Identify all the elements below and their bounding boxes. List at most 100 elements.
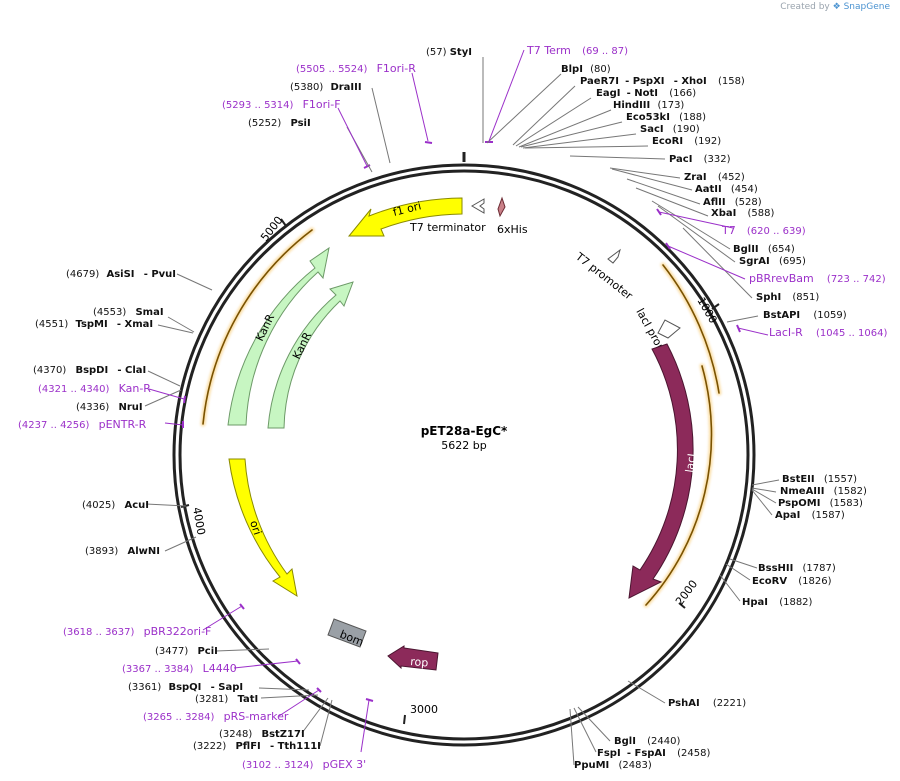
site-sgrai-name[interactable]: SgrAI bbox=[739, 256, 770, 267]
site-nrui-name[interactable]: NruI bbox=[118, 402, 142, 413]
site-eagi-name[interactable]: EagI bbox=[596, 88, 620, 99]
site-asisi-name[interactable]: AsiSI bbox=[106, 269, 134, 280]
site-bsshii-name[interactable]: BssHII bbox=[758, 563, 793, 574]
site-clai-name[interactable]: - ClaI bbox=[117, 365, 146, 376]
site-styi-name[interactable]: StyI bbox=[450, 47, 472, 58]
site-nmeaiii-name[interactable]: NmeAIII bbox=[780, 486, 824, 497]
primer-pentrr-name[interactable]: pENTR-R bbox=[99, 418, 147, 431]
site-draiii-name[interactable]: DraIII bbox=[330, 82, 361, 93]
site-hindiii-name[interactable]: HindIII bbox=[613, 100, 650, 111]
svg-text:(3248) BstZ17I: (3248) BstZ17I bbox=[219, 729, 305, 740]
site-ppumi-name[interactable]: PpuMI bbox=[574, 760, 609, 771]
site-pvui-name[interactable]: - PvuI bbox=[144, 269, 176, 280]
site-paci-name[interactable]: PacI bbox=[669, 154, 692, 165]
site-bstapi-pos: (1059) bbox=[813, 310, 846, 321]
site-sapi-name[interactable]: - SapI bbox=[211, 682, 243, 693]
site-xhoi-name[interactable]: - XhoI bbox=[674, 76, 707, 87]
primer-f1orif-name[interactable]: F1ori-F bbox=[303, 98, 341, 111]
t7-terminator-arrow[interactable] bbox=[471, 198, 485, 214]
primer-t7term-name[interactable]: T7 Term bbox=[526, 44, 571, 57]
site-bstapi-name[interactable]: BstAPI bbox=[763, 310, 800, 321]
site-smai-pos: (4553) bbox=[93, 307, 126, 318]
site-pshai-name[interactable]: PshAI bbox=[668, 698, 700, 709]
site-bglii-name[interactable]: BglII bbox=[733, 244, 759, 255]
site-eco53ki-name[interactable]: Eco53kI bbox=[626, 112, 670, 123]
primer-l4440-name[interactable]: L4440 bbox=[203, 662, 237, 675]
site-smai-name[interactable]: SmaI bbox=[135, 307, 163, 318]
rop-arrow[interactable] bbox=[387, 645, 439, 671]
kanr-outer-arrow[interactable] bbox=[227, 246, 330, 426]
site-pcii-name[interactable]: PciI bbox=[197, 646, 217, 657]
6xhis-arrow[interactable] bbox=[497, 196, 506, 218]
primer-f1orir-name[interactable]: F1ori-R bbox=[377, 62, 417, 75]
site-fspai-name[interactable]: - FspAI bbox=[627, 748, 666, 759]
svg-text:HpaI (1882): HpaI (1882) bbox=[742, 597, 813, 608]
site-nmeaiii-pos: (1582) bbox=[834, 486, 867, 497]
site-bsteii-name[interactable]: BstEII bbox=[782, 474, 815, 485]
site-apai-name[interactable]: ApaI bbox=[775, 510, 800, 521]
svg-text:(3477) PciI: (3477) PciI bbox=[155, 646, 218, 657]
site-bgli-name[interactable]: BglI bbox=[614, 736, 636, 747]
site-zrai-pos: (452) bbox=[718, 172, 745, 183]
svg-text:(4370) BspDI - ClaI: (4370) BspDI - ClaI bbox=[33, 365, 146, 376]
site-bstz17i-name[interactable]: BstZ17I bbox=[261, 729, 304, 740]
svg-text:(4237 .. 4256) pENTR-R: (4237 .. 4256) pENTR-R bbox=[18, 418, 147, 431]
site-saci-name[interactable]: SacI bbox=[640, 124, 664, 135]
site-pspxi-name[interactable]: - PspXI bbox=[625, 76, 664, 87]
primer-prsmarker-name[interactable]: pRS-marker bbox=[224, 710, 289, 723]
svg-text:(4336) NruI: (4336) NruI bbox=[76, 402, 143, 413]
site-eco53ki-pos: (188) bbox=[679, 112, 706, 123]
site-psii-name[interactable]: PsiI bbox=[290, 118, 310, 129]
site-aatii-pos: (454) bbox=[731, 184, 758, 195]
site-fspi-name[interactable]: FspI bbox=[597, 748, 621, 759]
site-acui-name[interactable]: AcuI bbox=[124, 500, 149, 511]
site-bspdi-name[interactable]: BspDI bbox=[75, 365, 108, 376]
primer-kanr-name[interactable]: Kan-R bbox=[119, 382, 152, 395]
svg-text:BssHII (1787): BssHII (1787) bbox=[758, 563, 836, 574]
site-pflfi-name[interactable]: PflFI bbox=[235, 741, 260, 752]
site-ecorv-name[interactable]: EcoRV bbox=[752, 576, 787, 587]
site-psii-pos: (5252) bbox=[248, 118, 281, 129]
svg-text:SgrAI (695): SgrAI (695) bbox=[739, 256, 806, 267]
primer-lacir-name[interactable]: LacI-R bbox=[769, 326, 803, 339]
svg-text:(3102 .. 3124) pGEX 3': (3102 .. 3124) pGEX 3' bbox=[242, 758, 366, 771]
site-ecori-name[interactable]: EcoRI bbox=[652, 136, 683, 147]
site-blpi-name[interactable]: BlpI bbox=[561, 64, 583, 75]
site-blpi-pos: (80) bbox=[590, 64, 611, 75]
site-noti-name[interactable]: - NotI bbox=[627, 88, 658, 99]
primer-l4440-range: (3367 .. 3384) bbox=[122, 664, 194, 675]
site-pspomi-name[interactable]: PspOMI bbox=[778, 498, 820, 509]
site-tth111i-name[interactable]: - Tth111I bbox=[270, 741, 321, 752]
primer-pbr322ori-name[interactable]: pBR322ori-F bbox=[144, 625, 212, 638]
laci-arrow[interactable] bbox=[628, 343, 694, 599]
site-bspqi-name[interactable]: BspQI bbox=[168, 682, 201, 693]
ori-arrow[interactable] bbox=[228, 458, 298, 598]
site-xbai-pos: (588) bbox=[748, 208, 775, 219]
primer-pgex3-name[interactable]: pGEX 3' bbox=[323, 758, 367, 771]
svg-text:HindIII (173): HindIII (173) bbox=[613, 100, 684, 111]
site-xbai-name[interactable]: XbaI bbox=[711, 208, 736, 219]
bom-box[interactable] bbox=[327, 618, 367, 648]
kanr-inner-arrow[interactable] bbox=[267, 281, 354, 429]
site-sphi-name[interactable]: SphI bbox=[756, 292, 781, 303]
site-aatii-name[interactable]: AatII bbox=[695, 184, 722, 195]
svg-text:AflII (528): AflII (528) bbox=[703, 197, 762, 208]
site-xmai-name[interactable]: - XmaI bbox=[117, 319, 153, 330]
site-tati-name[interactable]: TatI bbox=[237, 694, 258, 705]
primer-t7-name[interactable]: T7 bbox=[721, 224, 736, 237]
site-alwni-name[interactable]: AlwNI bbox=[127, 546, 160, 557]
f1-ori-arrow[interactable] bbox=[347, 197, 463, 237]
svg-text:(3361) BspQI - SapI: (3361) BspQI - SapI bbox=[128, 682, 243, 693]
site-paer7i-name[interactable]: PaeR7I bbox=[580, 76, 619, 87]
site-tspmi-name[interactable]: TspMI bbox=[75, 319, 107, 330]
site-sphi-pos: (851) bbox=[792, 292, 819, 303]
primer-lacir-range: (1045 .. 1064) bbox=[816, 328, 888, 339]
laci-promoter-arrow[interactable] bbox=[657, 319, 681, 339]
site-pspomi-pos: (1583) bbox=[830, 498, 863, 509]
site-aflii-name[interactable]: AflII bbox=[703, 197, 726, 208]
primer-pbrrevbam-name[interactable]: pBRrevBam bbox=[749, 272, 814, 285]
site-hpai-name[interactable]: HpaI bbox=[742, 597, 768, 608]
site-zrai-name[interactable]: ZraI bbox=[684, 172, 707, 183]
t7-promoter-arrow[interactable] bbox=[607, 248, 621, 264]
